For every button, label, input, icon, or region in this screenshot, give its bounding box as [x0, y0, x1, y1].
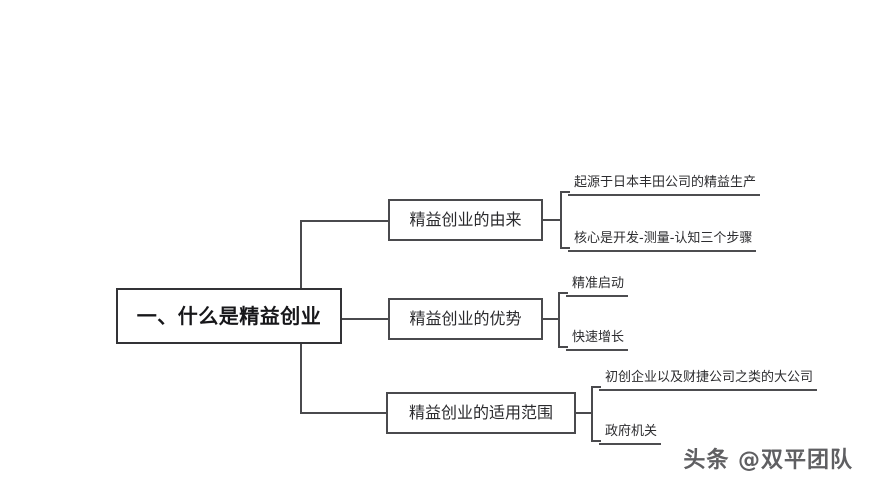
connector-root-to-branch-3-horizontal	[300, 412, 388, 414]
leaf-advantage-2[interactable]: 快速增长	[566, 331, 629, 351]
connector-root-to-branch-3-vertical	[300, 342, 302, 414]
branch-node-scope-label: 精益创业的适用范围	[408, 403, 553, 422]
leaf-origin-1[interactable]: 起源于日本丰田公司的精益生产	[568, 176, 761, 196]
branch-node-advantages-label: 精益创业的优势	[409, 309, 522, 328]
connector-branch-2-leaf-1	[558, 292, 568, 294]
connector-root-to-branch-1-horizontal	[300, 220, 390, 222]
connector-branch-1-leaf-2	[560, 247, 570, 249]
connector-branch-3-leaf-2	[591, 440, 601, 442]
leaf-advantage-1[interactable]: 精准启动	[566, 277, 629, 297]
connector-branch-3-bracket	[591, 386, 593, 442]
connector-branch-2-leaf-2	[558, 346, 568, 348]
connector-branch-1-bracket	[560, 191, 562, 248]
branch-node-origin[interactable]: 精益创业的由来	[388, 199, 543, 241]
connector-branch-3-leaf-1	[591, 386, 601, 388]
connector-branch-1-stem	[543, 219, 561, 221]
branch-node-origin-label: 精益创业的由来	[409, 210, 522, 229]
connector-root-to-branch-2-horizontal	[341, 318, 390, 320]
watermark: 头条 @双平团队	[683, 448, 853, 473]
root-node[interactable]: 一、什么是精益创业	[116, 288, 342, 344]
connector-branch-3-stem	[576, 412, 592, 414]
branch-node-advantages[interactable]: 精益创业的优势	[388, 298, 543, 340]
connector-root-to-branch-1-vertical	[300, 220, 302, 290]
branch-node-scope[interactable]: 精益创业的适用范围	[386, 392, 576, 434]
leaf-origin-2[interactable]: 核心是开发-测量-认知三个步骤	[568, 232, 757, 252]
root-node-label: 一、什么是精益创业	[136, 304, 322, 328]
connector-branch-2-stem	[543, 318, 559, 320]
connector-branch-2-bracket	[558, 292, 560, 348]
leaf-scope-1[interactable]: 初创企业以及财捷公司之类的大公司	[599, 371, 818, 391]
leaf-scope-2[interactable]: 政府机关	[599, 425, 662, 445]
connector-branch-1-leaf-1	[560, 191, 570, 193]
